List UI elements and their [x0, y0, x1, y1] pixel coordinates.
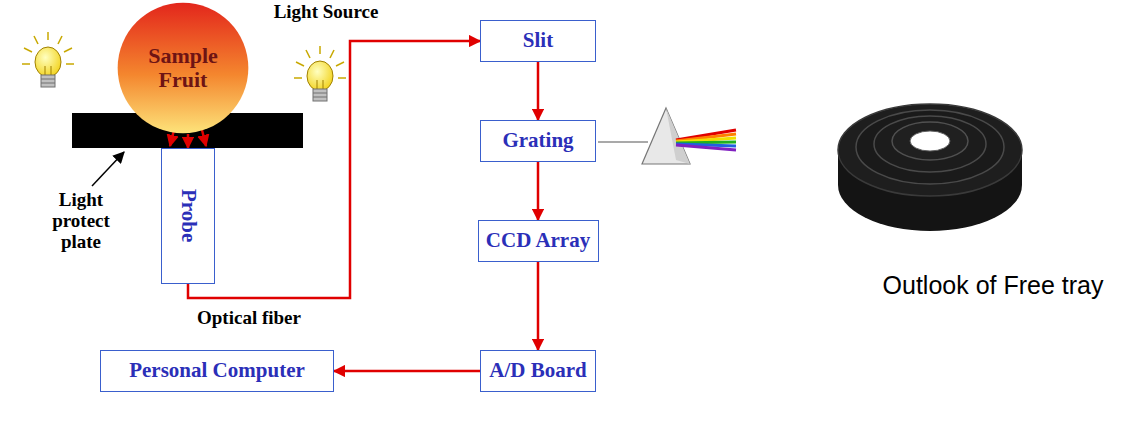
light-source-label: Light Source — [256, 2, 396, 23]
connector-arrow — [537, 162, 540, 220]
node-text: CCD Array — [486, 229, 590, 252]
caption-label: Outlook of Free tray — [858, 272, 1128, 300]
plate-label: Light protect plate — [36, 190, 126, 253]
light-bulb — [294, 46, 346, 101]
node-text: Personal Computer — [129, 359, 305, 382]
process-box: Personal Computer — [100, 350, 334, 392]
leader-line — [92, 152, 124, 186]
connector-arrow — [187, 134, 190, 148]
prism-icon — [598, 108, 736, 164]
process-box: CCD Array — [478, 220, 599, 262]
free-tray — [838, 104, 1022, 231]
connector-arrow — [537, 262, 540, 350]
node-text: Sample Fruit — [138, 44, 228, 92]
node-text: Grating — [502, 129, 573, 152]
process-box: A/D Board — [480, 350, 596, 392]
node-text: Slit — [523, 29, 553, 52]
process-box: Slit — [480, 20, 596, 62]
connector-arrow — [334, 370, 480, 373]
light-bulb — [22, 32, 74, 87]
node-text: A/D Board — [489, 359, 586, 382]
process-box: Grating — [480, 120, 596, 162]
connector-arrow — [537, 62, 540, 120]
node-text: Probe — [176, 189, 199, 242]
sample-fruit: Sample Fruit — [117, 2, 249, 134]
fiber-label: Optical fiber — [184, 308, 314, 329]
probe-box: Probe — [161, 148, 215, 284]
